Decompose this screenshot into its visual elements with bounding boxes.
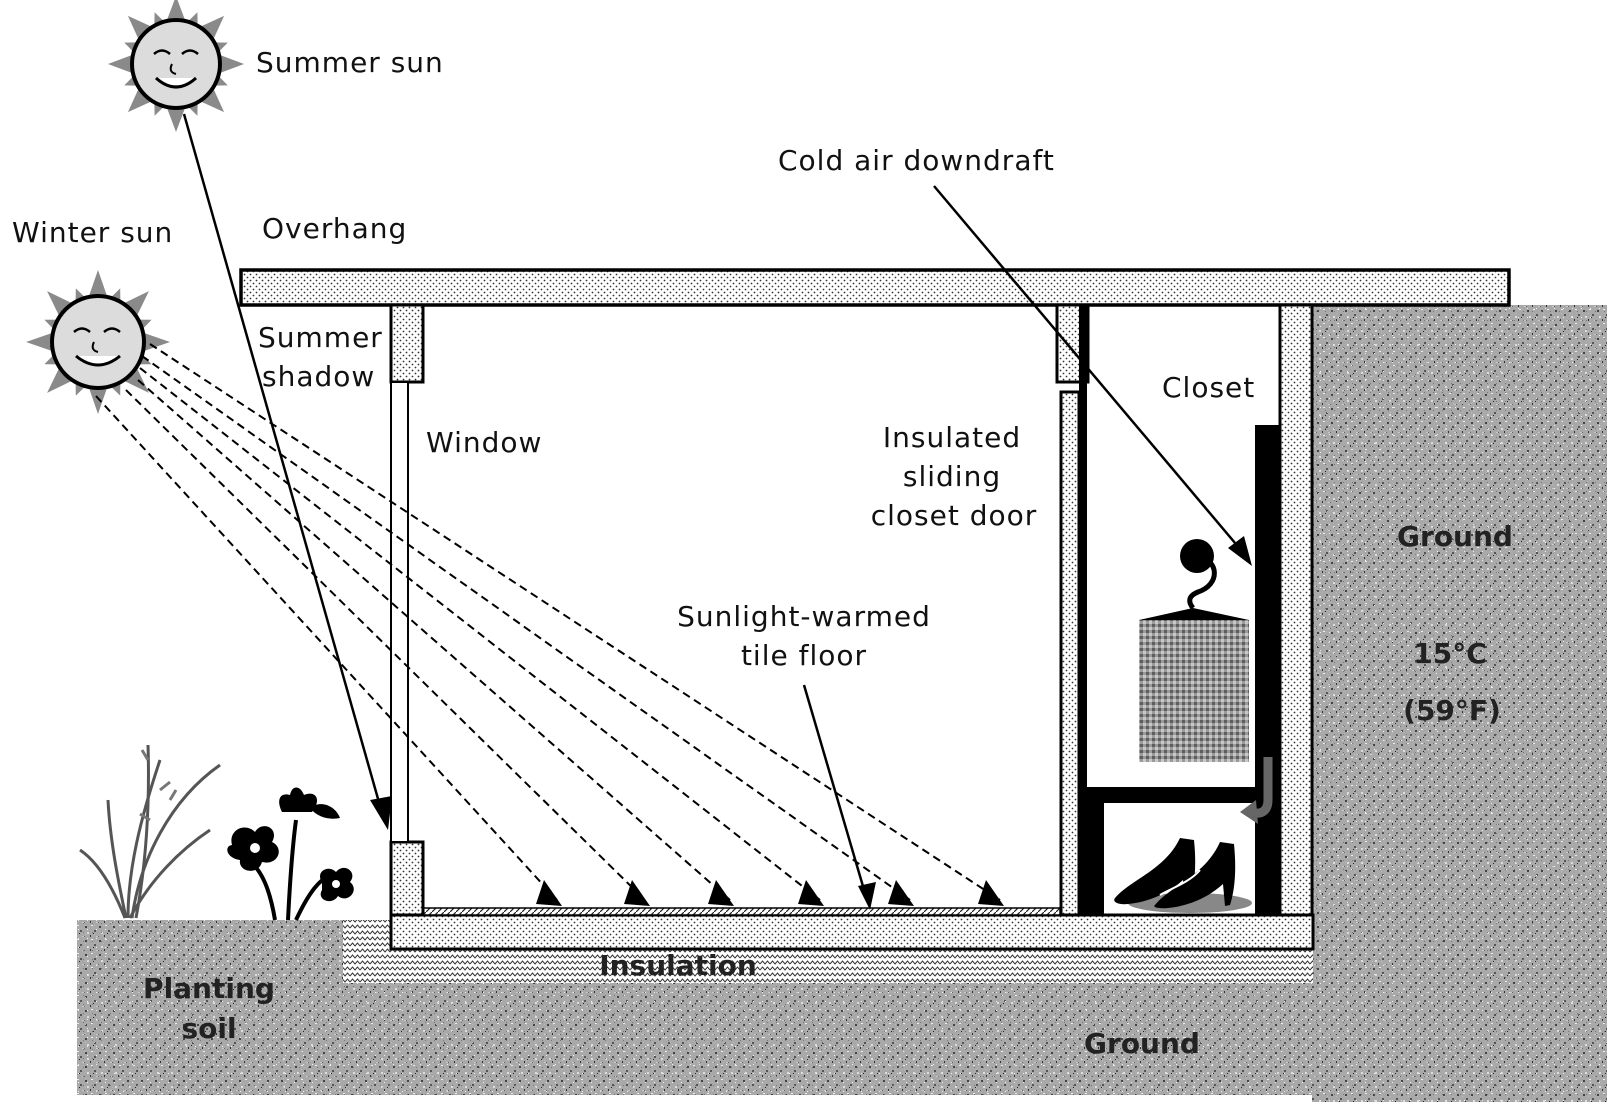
planting-soil-label-1: Planting (143, 972, 275, 1005)
window-glass (390, 381, 409, 843)
summer-sun-icon (108, 0, 244, 132)
insulated-door-label-1: Insulated (883, 421, 1021, 454)
planting-soil-mass (77, 920, 345, 985)
floor-leader-line (802, 684, 869, 901)
closet-label: Closet (1162, 371, 1255, 404)
winter-ray-arrowheads (536, 880, 1004, 906)
summer-sun-ray (182, 113, 386, 821)
insulated-door-label-3: closet door (871, 499, 1038, 532)
cold-air-arrow (933, 185, 1247, 557)
shoes-icon (1114, 838, 1252, 913)
ground-right-label: Ground (1397, 520, 1513, 553)
summer-ray-arrowhead (370, 796, 392, 830)
insulation-label: Insulation (599, 949, 757, 982)
summer-shadow-label-1: Summer (258, 321, 383, 354)
insulated-door-label-2: sliding (903, 460, 1001, 493)
temperature-celsius: 15°C (1413, 637, 1487, 670)
summer-shadow-label-2: shadow (262, 360, 375, 393)
tile-floor (421, 907, 1061, 916)
ground-right-mass (1312, 305, 1607, 1102)
floor-slab (389, 913, 1315, 951)
window-header (389, 303, 425, 384)
insulated-sliding-door (1059, 390, 1081, 917)
sunlight-floor-label-1: Sunlight-warmed (677, 600, 931, 633)
floor-leader-arrowhead (858, 882, 876, 910)
ground-bottom-label: Ground (1084, 1027, 1200, 1060)
plant-icon (79, 744, 221, 919)
closet-inner-wall (1079, 305, 1087, 915)
summer-sun-label: Summer sun (256, 46, 444, 79)
cold-air-arrowhead (1228, 536, 1252, 566)
planting-soil-label-2: soil (181, 1012, 236, 1045)
overhang-label: Overhang (262, 212, 407, 245)
winter-sun-rays (95, 343, 1001, 901)
winter-sun-icon (26, 270, 170, 414)
window-label: Window (426, 426, 542, 459)
temperature-fahrenheit: (59°F) (1403, 694, 1501, 727)
winter-sun-label: Winter sun (12, 216, 173, 249)
closet-shelf (1082, 787, 1255, 803)
ground-bottom-mass (77, 983, 1607, 1095)
sunlight-floor-label-2: tile floor (741, 639, 867, 672)
downdraft-hook-arrowhead (1240, 800, 1258, 824)
window-sill (389, 840, 425, 917)
roof-overhang (239, 268, 1511, 307)
shoe-compartment-left (1082, 803, 1104, 915)
cold-air-downdraft-label: Cold air downdraft (778, 144, 1055, 177)
flower-icon (227, 787, 354, 921)
coat-on-hanger-icon (1139, 539, 1249, 762)
right-wall (1278, 303, 1314, 917)
closet-back-panel (1255, 425, 1280, 915)
